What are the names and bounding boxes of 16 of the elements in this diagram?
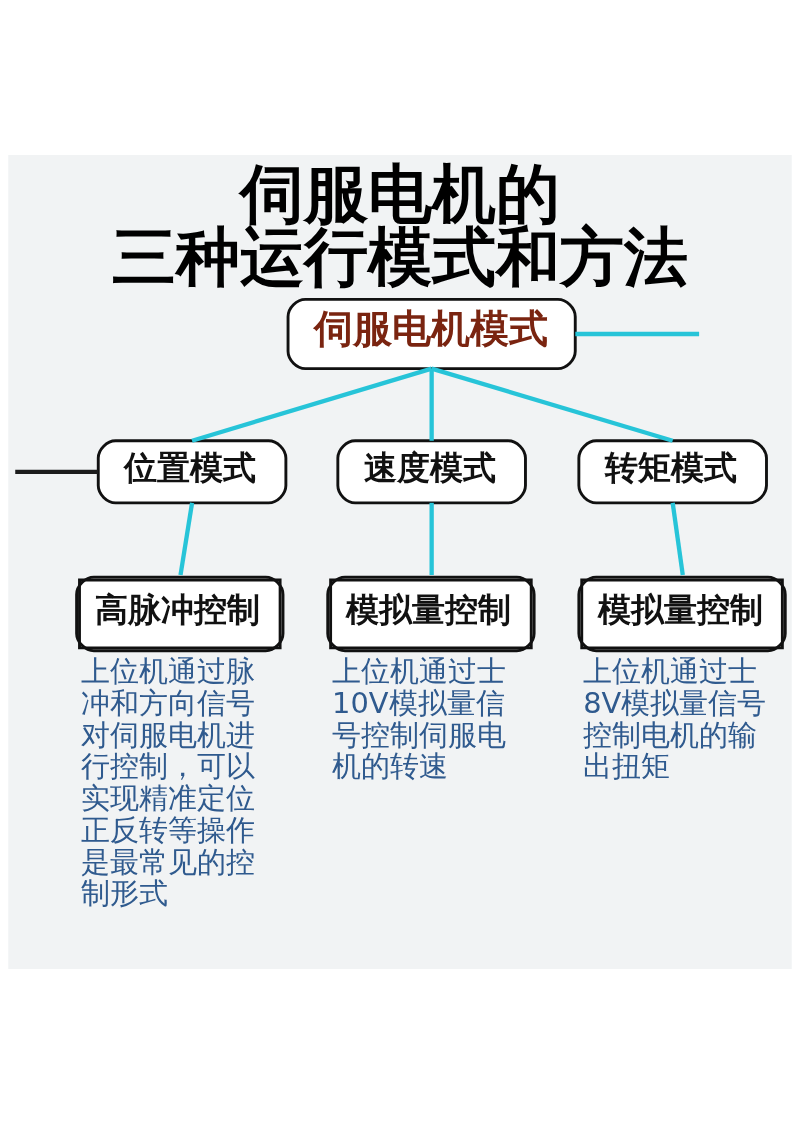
node-label: 上位机通过士10V模拟量信号控制伺服电机的转速 — [332, 654, 507, 784]
node-box: 速度模式 — [336, 439, 527, 505]
connector — [431, 366, 674, 443]
node-box: 伺服电机模式 — [286, 297, 577, 371]
connector — [15, 469, 99, 474]
diagram-title: 伺服电机的三种运行模式和方法 — [112, 156, 689, 295]
connector — [429, 502, 434, 575]
node-label: 上位机通过士8V模拟量信号控制电机的输出扭矩 — [583, 654, 767, 784]
node-label: 上位机通过脉冲和方向信号对伺服电机进行控制，可以实现精准定位正反转等操作是最常见的控制形式 — [80, 654, 255, 911]
node-box: 位置模式 — [96, 439, 288, 505]
connector — [178, 502, 195, 576]
connector — [575, 331, 700, 337]
connector — [670, 502, 685, 576]
node-box: 转矩模式 — [577, 439, 768, 505]
connector — [429, 368, 434, 441]
connector — [191, 366, 433, 443]
